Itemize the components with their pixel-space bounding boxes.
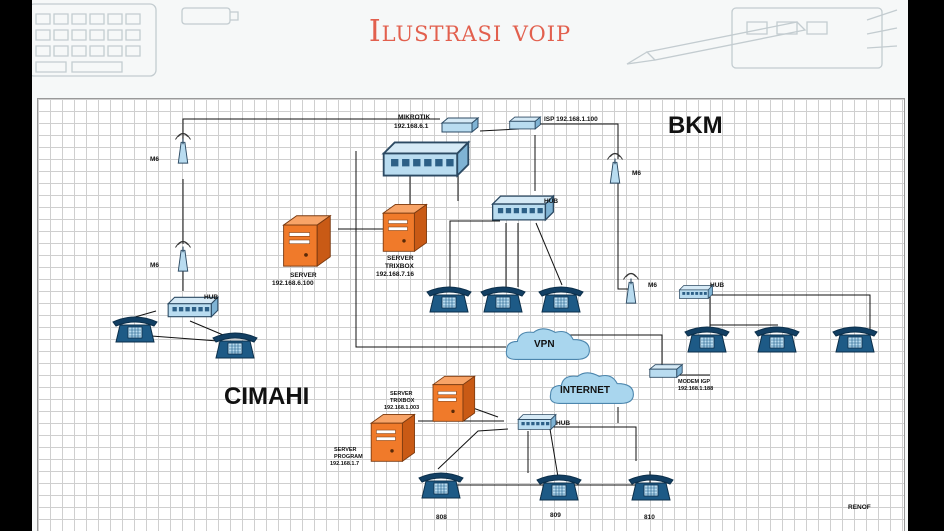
phone-icon xyxy=(480,286,526,313)
trixbox-sub: TRIXBOX xyxy=(385,263,415,270)
mikrotik-ip: 192.168.6.1 xyxy=(394,123,429,130)
antenna-icon xyxy=(606,152,624,184)
antenna-m6-right-bottom: M6 xyxy=(622,272,657,304)
cim-trixbox-ip: 192.168.1.003 xyxy=(384,405,419,411)
phone-icon xyxy=(426,286,472,313)
phone-icon xyxy=(832,326,878,353)
server-main: SERVER 192.168.6.100 xyxy=(272,215,331,287)
internet-label: INTERNET xyxy=(560,385,610,396)
antenna-icon xyxy=(174,240,192,272)
hub-cimahi: HUB xyxy=(517,414,570,430)
antenna-m6-left-bottom: M6 xyxy=(150,240,192,272)
network-diagram-panel: MIKROTIK 192.168.6.1 ISP 192.168.1.100 B… xyxy=(37,98,905,531)
phone-label-808: 808 xyxy=(436,514,447,521)
antenna-m6-left-top: M6 xyxy=(150,132,192,164)
vpn-cloud: VPN xyxy=(505,328,590,360)
mikrotik-label: MIKROTIK xyxy=(398,114,430,121)
m6-label: M6 xyxy=(150,262,159,269)
server-trixbox-bkm: SERVER TRIXBOX 192.168.7.16 xyxy=(376,203,427,278)
hub-label: HUB xyxy=(556,420,570,427)
hub-left: HUB xyxy=(167,294,219,318)
phone-icon xyxy=(212,332,258,359)
phone-icon xyxy=(536,474,582,501)
server-program-cimahi: SERVER PROGRAM 192.168.1.7 xyxy=(330,414,415,467)
server-trixbox-cimahi: SERVER TRIXBOX 192.168.1.003 xyxy=(384,375,476,422)
hub-label: HUB xyxy=(204,294,218,301)
hub-label: HUB xyxy=(710,282,724,289)
slide: Ilustrasi voip xyxy=(32,0,908,531)
antenna-m6-right-top: M6 xyxy=(606,152,641,184)
modem-ip: 192.168.1.188 xyxy=(678,386,713,392)
cim-program-label: SERVER xyxy=(334,447,357,453)
mikrotik-router: MIKROTIK 192.168.6.1 xyxy=(394,114,479,133)
modem-label: MODEM IGP xyxy=(678,379,710,385)
server-icon xyxy=(370,414,415,462)
decorative-sketch xyxy=(32,3,898,77)
phone-label-809: 809 xyxy=(550,512,561,519)
cim-program-sub: PROGRAM xyxy=(334,454,363,460)
cim-program-ip: 192.168.1.7 xyxy=(330,461,359,467)
vpn-label: VPN xyxy=(534,339,555,350)
author-label: RENOF xyxy=(848,504,871,511)
phone-icon xyxy=(538,286,584,313)
phone-label-810: 810 xyxy=(644,514,655,521)
isp-router: ISP 192.168.1.100 xyxy=(509,116,598,130)
network-diagram: MIKROTIK 192.168.6.1 ISP 192.168.1.100 B… xyxy=(112,112,878,521)
router-icon xyxy=(441,117,479,133)
region-bkm: BKM xyxy=(668,112,723,139)
internet-cloud: INTERNET xyxy=(549,372,634,404)
m6-label: M6 xyxy=(648,282,657,289)
connection-lines xyxy=(127,118,871,491)
server-icon xyxy=(432,375,476,422)
router-icon xyxy=(509,116,541,130)
hub-label: HUB xyxy=(544,198,558,205)
isp-label: ISP 192.168.1.100 xyxy=(544,116,598,123)
phone-icon xyxy=(754,326,800,353)
trixbox-ip: 192.168.7.16 xyxy=(376,271,414,278)
cim-trixbox-sub: TRIXBOX xyxy=(390,398,415,404)
m6-label: M6 xyxy=(632,170,641,177)
hub-icon xyxy=(517,414,557,430)
antenna-icon xyxy=(622,272,640,304)
phone-icon xyxy=(112,316,158,343)
cim-trixbox-label: SERVER xyxy=(390,391,413,397)
trixbox-label: SERVER xyxy=(387,255,414,262)
modem-igp: MODEM IGP 192.168.1.188 xyxy=(649,364,713,392)
phone-icon xyxy=(684,326,730,353)
m6-label: M6 xyxy=(150,156,159,163)
phone-icon xyxy=(418,472,464,499)
hub-bkm-center: HUB xyxy=(491,195,558,221)
slide-title: Ilustrasi voip xyxy=(368,14,572,49)
hub-icon xyxy=(382,141,470,177)
phone-icon xyxy=(628,474,674,501)
server-icon xyxy=(283,215,331,267)
region-cimahi: CIMAHI xyxy=(224,383,309,410)
modem-icon xyxy=(649,364,683,378)
hub-icon xyxy=(679,285,713,299)
server-label: SERVER xyxy=(290,272,317,279)
server-ip: 192.168.6.100 xyxy=(272,280,314,287)
server-icon xyxy=(382,203,427,252)
main-switch xyxy=(382,141,470,177)
hub-bkm-right: HUB xyxy=(679,282,724,299)
